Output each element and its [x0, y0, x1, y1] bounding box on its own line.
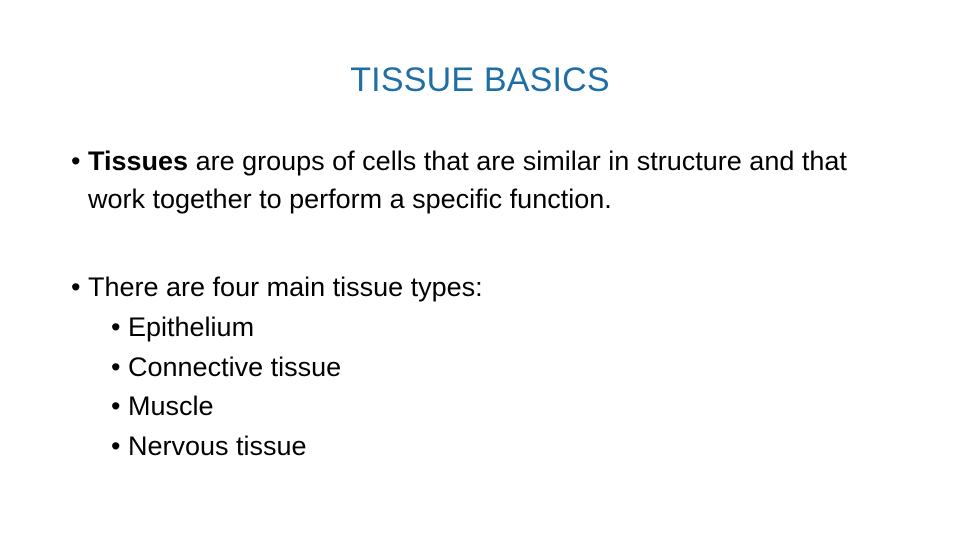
slide-title: TISSUE BASICS — [350, 61, 610, 99]
list-item-label: Connective tissue — [128, 351, 342, 382]
tissue-type-list: •Epithelium •Connective tissue •Muscle •… — [64, 308, 894, 466]
bullet-dot-icon: • — [111, 312, 121, 342]
bullet-dot-icon: • — [111, 351, 121, 382]
list-item-connective-tissue: •Connective tissue — [111, 348, 894, 388]
paragraph-spacer — [64, 218, 894, 268]
bullet-dot-icon: • — [71, 272, 81, 302]
list-item-nervous-tissue: •Nervous tissue — [111, 427, 894, 467]
list-item-label: Muscle — [128, 391, 214, 421]
list-item-muscle: •Muscle — [111, 387, 894, 427]
bullet-lead-term: Tissues — [88, 146, 189, 176]
bullet-body-text: There are four main tissue types: — [88, 272, 483, 302]
bullet-item-tissues-definition: •Tissues are groups of cells that are si… — [64, 142, 894, 218]
bullet-dot-icon: • — [111, 391, 121, 421]
bullet-body-text: are groups of cells that are similar in … — [88, 146, 847, 214]
bullet-dot-icon: • — [111, 430, 121, 461]
bullet-dot-icon: • — [71, 146, 81, 176]
slide-body: •Tissues are groups of cells that are si… — [64, 142, 894, 466]
list-item-label: Nervous tissue — [128, 430, 307, 461]
bullet-item-tissue-types: •There are four main tissue types: — [64, 268, 894, 306]
list-item-epithelium: •Epithelium — [111, 308, 894, 348]
list-item-label: Epithelium — [128, 312, 255, 342]
